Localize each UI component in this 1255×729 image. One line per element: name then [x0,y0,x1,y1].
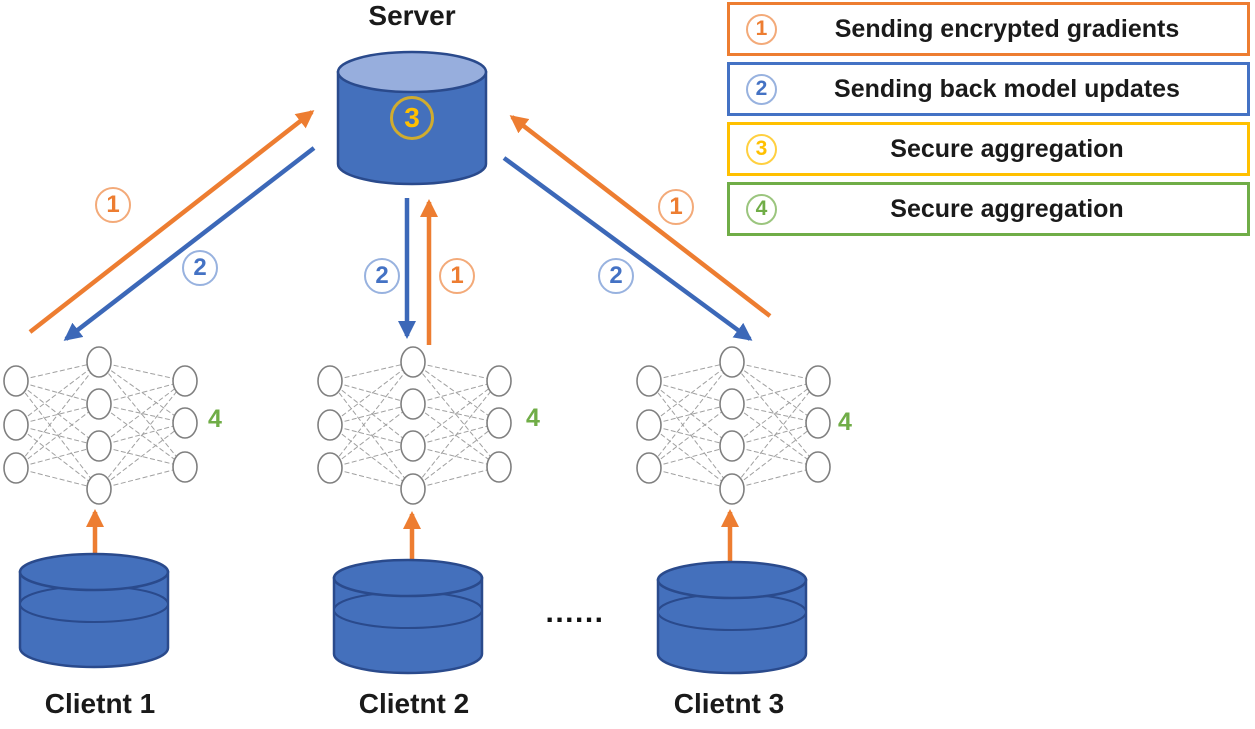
client3-secure-aggregation-badge: 4 [838,407,852,436]
client1-model-network [3,346,198,505]
arrow-client1-to-server [28,110,315,334]
circled-1-icon: 1 [746,13,777,45]
arrow-label-middle-download: 2 [364,258,400,294]
legend: 1 Sending encrypted gradients 2 Sending … [727,2,1250,242]
arrow-label-right-upload: 1 [658,189,694,225]
client3-model-network [636,346,831,505]
arrow-label-right-download: 2 [598,258,634,294]
arrow-label-left-upload: 1 [95,187,131,223]
client1-label: Clietnt 1 [44,688,156,719]
client3-database-icon [656,560,808,675]
server-secure-aggregation-badge: 3 [390,96,434,140]
more-clients-ellipsis: ...... [545,596,605,629]
legend-item-secure-aggregation-client: 4 Secure aggregation [727,182,1250,236]
legend-label: Sending encrypted gradients [834,14,1180,43]
circled-3-icon: 3 [746,133,777,165]
client1-secure-aggregation-badge: 4 [208,404,222,433]
circled-2-icon: 2 [746,73,777,105]
client2-secure-aggregation-badge: 4 [526,403,540,432]
legend-label: Secure aggregation [890,194,1124,223]
client2-label: Clietnt 2 [358,688,470,719]
legend-item-sending-encrypted-gradients: 1 Sending encrypted gradients [727,2,1250,56]
server-title: Server [368,0,456,31]
circled-4-icon: 4 [746,193,777,225]
arrow-label-left-download: 2 [182,250,218,286]
arrow-server-to-client3 [502,156,753,341]
legend-item-sending-back-model-updates: 2 Sending back model updates [727,62,1250,116]
client3-label: Clietnt 3 [673,688,785,719]
client2-database-icon [332,558,484,675]
legend-item-secure-aggregation-server: 3 Secure aggregation [727,122,1250,176]
arrow-server-to-client1 [63,146,316,341]
arrow-label-middle-upload: 1 [439,258,475,294]
legend-label: Sending back model updates [834,74,1180,103]
legend-label: Secure aggregation [890,134,1124,163]
client1-database-icon [18,552,170,669]
client2-model-network [317,346,512,505]
